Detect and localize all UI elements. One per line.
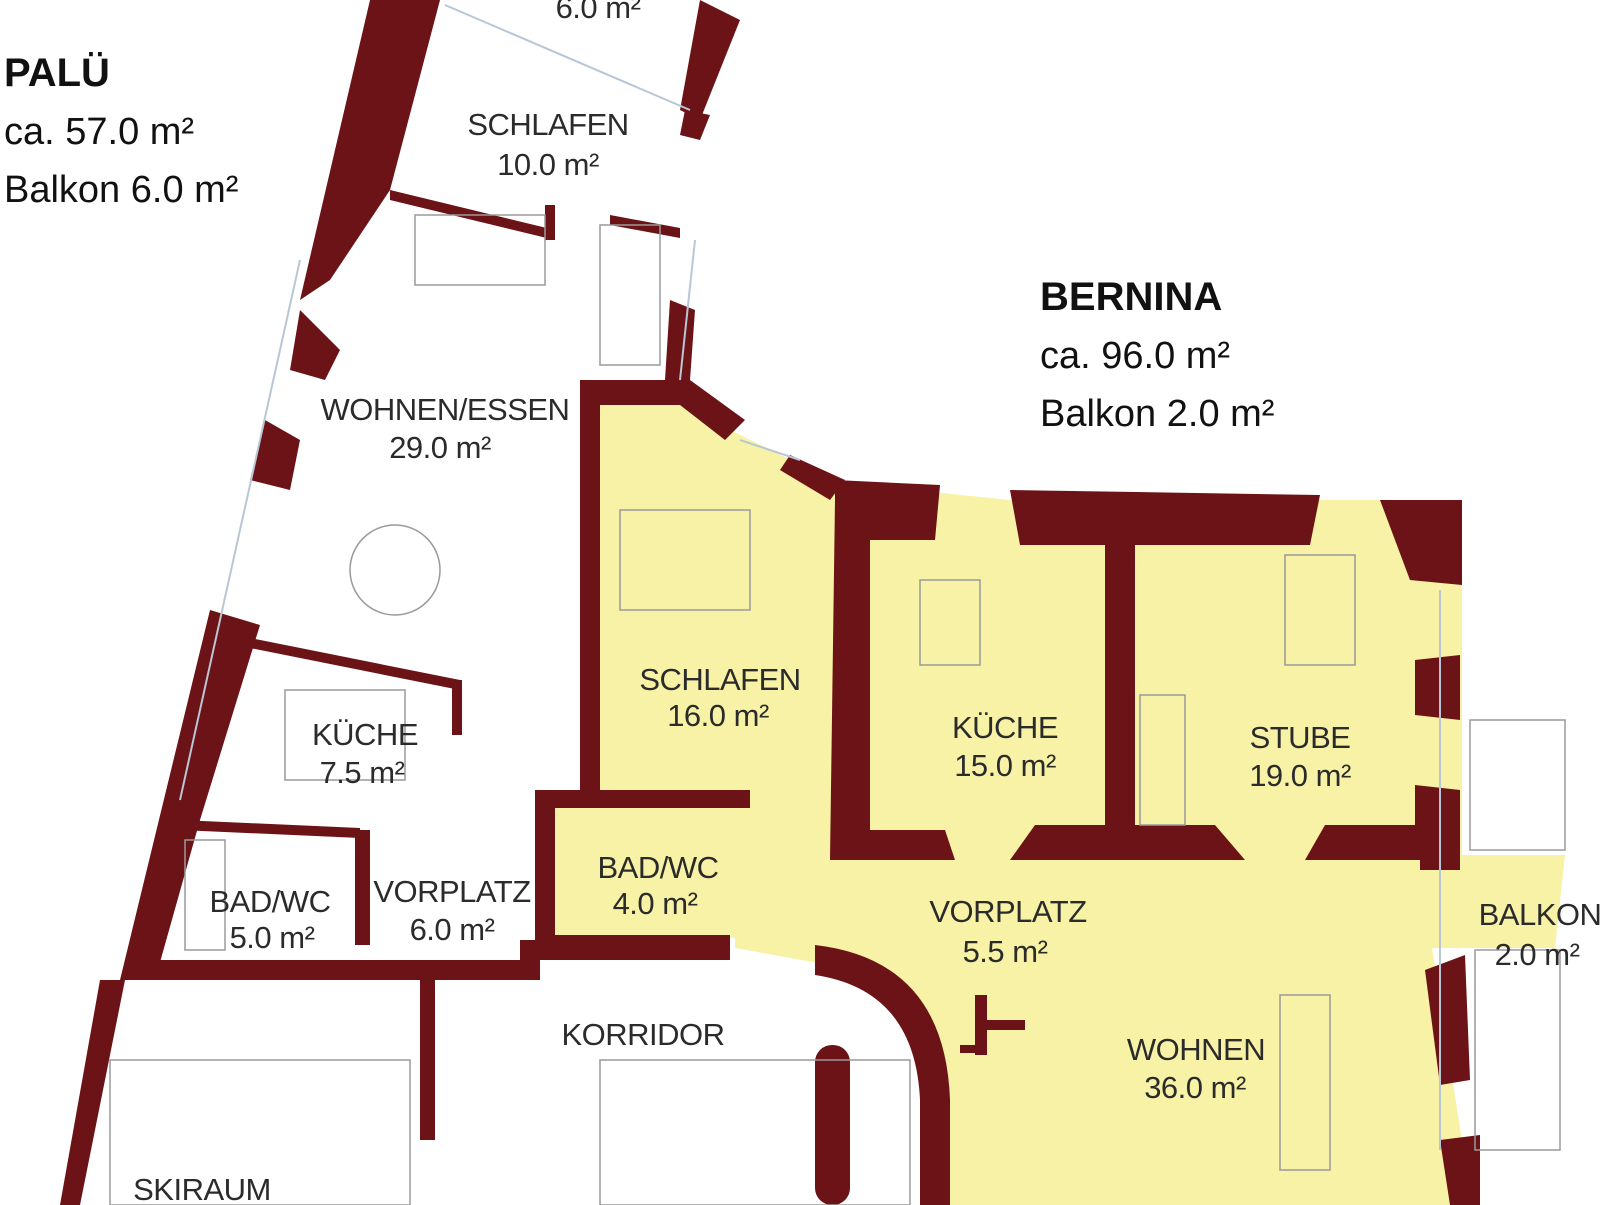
bernina-unit-name: BERNINA <box>1040 275 1222 319</box>
room-area: 19.0 m² <box>1249 758 1351 793</box>
room-name: SCHLAFEN <box>467 107 628 142</box>
palue-unit-name: PALÜ <box>4 50 110 95</box>
furniture-outlines <box>109 4 1566 1205</box>
bernina-unit-balcony: Balkon 2.0 m² <box>1040 393 1274 435</box>
room-area: 6.0 m² <box>410 912 495 947</box>
room-area: 15.0 m² <box>954 748 1056 783</box>
room-name: VORPLATZ <box>929 894 1086 929</box>
room-name: BAD/WC <box>598 850 719 885</box>
room-name: STUBE <box>1250 720 1351 755</box>
room-area: 2.0 m² <box>1495 937 1580 972</box>
room-area: 7.5 m² <box>320 755 405 790</box>
room-name: WOHNEN/ESSEN <box>321 392 570 427</box>
room-area: 29.0 m² <box>389 430 491 465</box>
room-name: BAD/WC <box>210 884 331 919</box>
room-name: KORRIDOR <box>561 1017 724 1052</box>
room-area: 10.0 m² <box>497 147 599 182</box>
room-area: 4.0 m² <box>613 886 698 921</box>
bernina-unit-area <box>545 405 1565 1205</box>
room-area: 6.0 m² <box>556 0 641 25</box>
room-name: KÜCHE <box>312 717 418 752</box>
palue-unit-balcony: Balkon 6.0 m² <box>4 169 238 211</box>
room-name: SCHLAFEN <box>639 662 800 697</box>
room-name: SKIRAUM <box>133 1172 271 1205</box>
room-area: 36.0 m² <box>1144 1070 1246 1105</box>
room-name: VORPLATZ <box>373 874 530 909</box>
palue-unit-area: ca. 57.0 m² <box>4 111 194 153</box>
room-area: 5.0 m² <box>230 920 315 955</box>
room-labels: 6.0 m² SCHLAFEN 10.0 m² WOHNEN/ESSEN 29.… <box>133 0 1602 1205</box>
room-name: KÜCHE <box>952 710 1058 745</box>
room-area: 5.5 m² <box>963 934 1048 969</box>
walls <box>60 0 1480 1205</box>
bernina-unit-area: ca. 96.0 m² <box>1040 335 1230 377</box>
room-name: BALKON <box>1479 897 1602 932</box>
room-area: 16.0 m² <box>667 698 769 733</box>
room-name: WOHNEN <box>1127 1032 1265 1067</box>
